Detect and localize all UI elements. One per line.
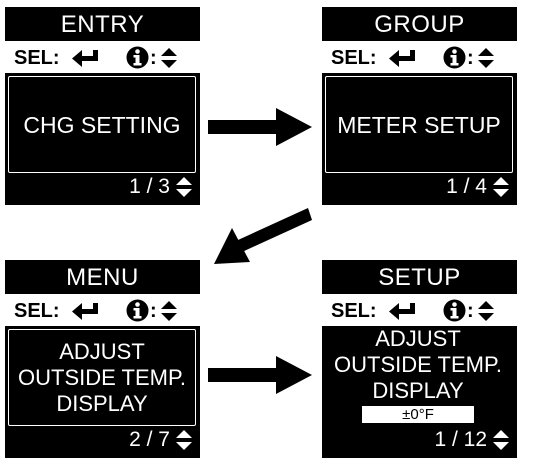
display-area: ADJUST OUTSIDE TEMP. DISPLAY 2 / 7 bbox=[5, 326, 200, 458]
up-down-arrows-icon bbox=[493, 177, 509, 197]
info-colon: : bbox=[150, 47, 157, 69]
display-area: METER SETUP 1 / 4 bbox=[322, 73, 517, 205]
up-down-arrows-icon bbox=[161, 301, 177, 321]
arrow-icon bbox=[214, 208, 312, 264]
up-down-arrows-icon bbox=[493, 430, 509, 450]
up-down-arrows-icon bbox=[478, 48, 494, 68]
up-down-arrows-icon bbox=[478, 301, 494, 321]
selection-box: ADJUST OUTSIDE TEMP. DISPLAY bbox=[8, 329, 196, 426]
screen-title: MENU bbox=[5, 260, 200, 294]
select-bar: SEL: : bbox=[5, 296, 200, 326]
main-text: ADJUST OUTSIDE TEMP. DISPLAY bbox=[334, 326, 502, 403]
screen-setup: SETUP SEL: : ADJUST OUTSIDE TEMP. DISPLA… bbox=[322, 260, 517, 458]
display-area: ADJUST OUTSIDE TEMP. DISPLAY ±0°F 1 / 12 bbox=[322, 326, 517, 458]
page-indicator: 1 / 3 bbox=[129, 175, 170, 198]
info-icon bbox=[443, 46, 466, 69]
up-down-arrows-icon bbox=[176, 430, 192, 450]
select-bar: SEL: : bbox=[322, 296, 517, 326]
selection-box: METER SETUP bbox=[325, 76, 513, 173]
main-text: ADJUST OUTSIDE TEMP. DISPLAY bbox=[18, 338, 186, 416]
screen-title: GROUP bbox=[322, 7, 517, 41]
enter-icon bbox=[389, 303, 415, 320]
enter-icon bbox=[72, 303, 98, 320]
main-text: CHG SETTING bbox=[23, 111, 181, 138]
enter-icon bbox=[72, 50, 98, 67]
sel-label: SEL: bbox=[14, 300, 60, 322]
page-indicator: 1 / 12 bbox=[434, 428, 487, 451]
screen-group: GROUP SEL: : METER SETUP 1 / 4 bbox=[322, 7, 517, 205]
screen-title: ENTRY bbox=[5, 7, 200, 41]
arrow-icon bbox=[208, 108, 312, 146]
display-area: CHG SETTING 1 / 3 bbox=[5, 73, 200, 205]
screen-entry: ENTRY SEL: : CHG SETTING 1 / 3 bbox=[5, 7, 200, 205]
arrow-icon bbox=[208, 356, 312, 394]
screen-title: SETUP bbox=[322, 260, 517, 294]
up-down-arrows-icon bbox=[176, 177, 192, 197]
screen-menu: MENU SEL: : ADJUST OUTSIDE TEMP. DISPLAY… bbox=[5, 260, 200, 458]
info-icon bbox=[443, 299, 466, 322]
sel-label: SEL: bbox=[14, 47, 60, 69]
info-icon bbox=[126, 46, 149, 69]
info-colon: : bbox=[467, 300, 474, 322]
sel-label: SEL: bbox=[331, 47, 377, 69]
setting-value: ±0°F bbox=[362, 406, 474, 423]
main-text: METER SETUP bbox=[337, 111, 501, 138]
selection-box: CHG SETTING bbox=[8, 76, 196, 173]
info-colon: : bbox=[467, 47, 474, 69]
select-bar: SEL: : bbox=[322, 43, 517, 73]
info-icon bbox=[126, 299, 149, 322]
up-down-arrows-icon bbox=[161, 48, 177, 68]
page-indicator: 1 / 4 bbox=[446, 175, 487, 198]
setting-box: ADJUST OUTSIDE TEMP. DISPLAY bbox=[325, 326, 511, 404]
info-colon: : bbox=[150, 300, 157, 322]
select-bar: SEL: : bbox=[5, 43, 200, 73]
page-indicator: 2 / 7 bbox=[129, 428, 170, 451]
enter-icon bbox=[389, 50, 415, 67]
sel-label: SEL: bbox=[331, 300, 377, 322]
